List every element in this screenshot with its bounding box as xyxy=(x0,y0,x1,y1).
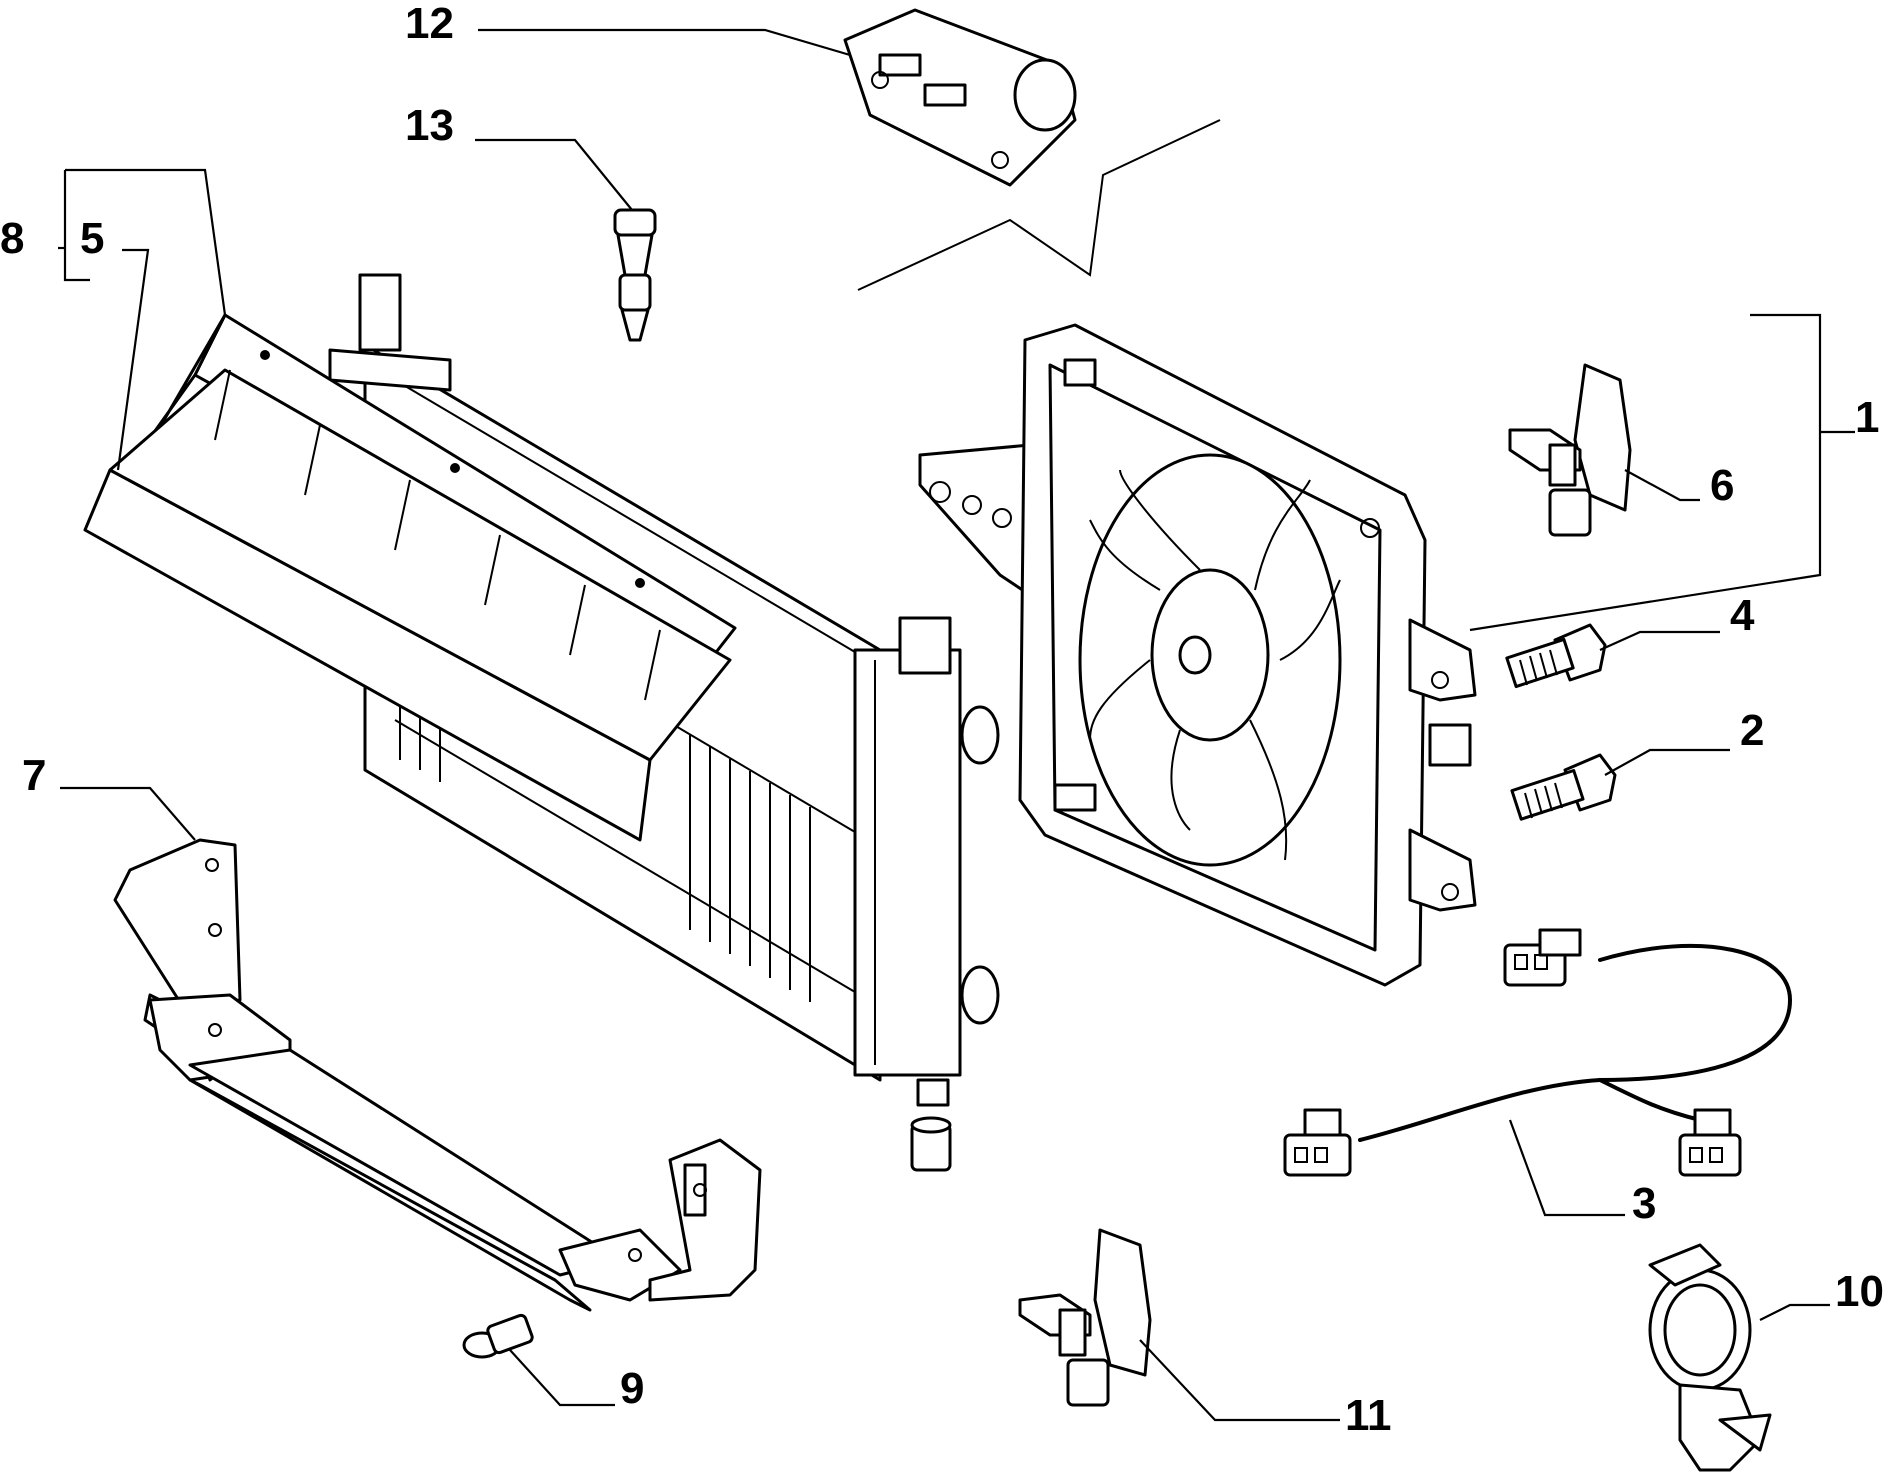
drain-plug xyxy=(910,1116,952,1172)
fan-resistor xyxy=(843,8,1077,187)
label-part-9: 9 xyxy=(620,1364,644,1413)
label-part-13: 13 xyxy=(405,101,454,150)
label-part-1: 1 xyxy=(1855,393,1879,442)
label-part-4: 4 xyxy=(1730,591,1755,640)
label-part-3: 3 xyxy=(1632,1179,1656,1228)
screw xyxy=(462,1313,534,1359)
bolt-upper xyxy=(1505,623,1607,689)
label-part-2: 2 xyxy=(1740,706,1764,755)
lower-crossmember xyxy=(113,838,762,1312)
label-part-8: 8 xyxy=(0,214,24,263)
air-deflector xyxy=(83,313,737,842)
label-part-10: 10 xyxy=(1835,1267,1884,1316)
leader-lines xyxy=(58,28,1855,1422)
hose-clamp xyxy=(1648,1243,1772,1472)
label-part-7: 7 xyxy=(22,751,46,800)
label-part-6: 6 xyxy=(1710,461,1734,510)
label-part-11: 11 xyxy=(1345,1391,1392,1440)
connector-bracket-lower xyxy=(1018,1228,1152,1407)
label-part-12: 12 xyxy=(405,0,454,48)
wiring-harness xyxy=(1283,928,1793,1177)
push-clip xyxy=(613,208,657,342)
bolt-lower xyxy=(1510,753,1617,821)
fan-assembly xyxy=(918,323,1477,987)
connector-bracket-upper xyxy=(1508,363,1632,537)
break-line xyxy=(857,119,1221,291)
label-part-5: 5 xyxy=(80,214,104,263)
part-labels: 12 13 8 5 7 9 11 10 3 2 4 6 1 xyxy=(0,0,1884,1440)
